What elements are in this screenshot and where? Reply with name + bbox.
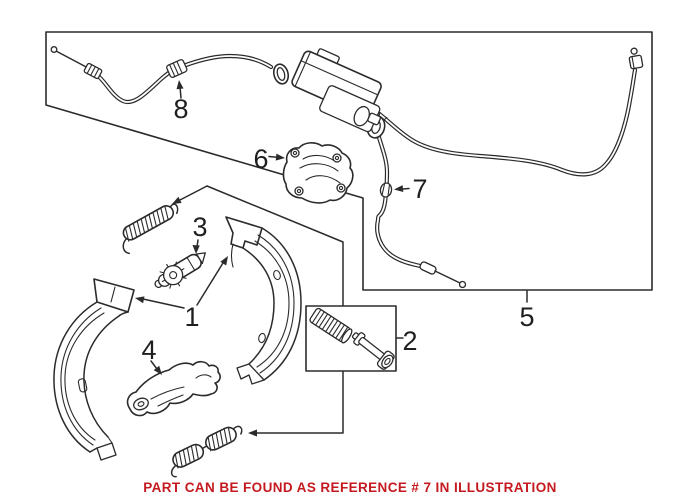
cable-needle-tip	[458, 280, 467, 289]
callout-5: 5	[519, 302, 534, 332]
cable-bracket	[282, 142, 354, 204]
left-brake-shoe	[53, 278, 135, 461]
callout-1: 1	[184, 302, 199, 332]
rear-cable	[371, 47, 644, 177]
adjuster-screw	[154, 252, 206, 289]
retaining-bolt	[351, 332, 395, 370]
threaded-sleeve	[309, 307, 353, 344]
adjuster-lever	[126, 360, 221, 417]
cable-ferrule	[83, 62, 103, 80]
callout-4: 4	[141, 335, 156, 365]
cable-end-cap	[272, 63, 290, 85]
callout-arrows	[135, 80, 528, 375]
callout-8: 8	[173, 94, 188, 124]
callout-3: 3	[192, 212, 207, 242]
cable-end-ball	[50, 46, 58, 53]
cable-branch-7	[375, 131, 467, 289]
front-cable	[50, 46, 290, 105]
cable-end-fitting	[628, 47, 644, 70]
cable-adjuster-fitting	[166, 59, 188, 78]
right-brake-shoe	[225, 216, 302, 385]
callout-7: 7	[412, 174, 427, 204]
callout-2: 2	[402, 326, 417, 356]
caption-note: PART CAN BE FOUND AS REFERENCE # 7 IN IL…	[143, 480, 557, 495]
parking-brake-actuator	[291, 48, 382, 133]
return-spring-lower	[170, 425, 243, 478]
shoe-kit-boundary	[172, 185, 344, 437]
cable-bead	[379, 182, 393, 198]
fastener-kit-box	[305, 305, 397, 372]
return-spring-upper	[122, 203, 179, 255]
callout-6: 6	[253, 144, 268, 174]
